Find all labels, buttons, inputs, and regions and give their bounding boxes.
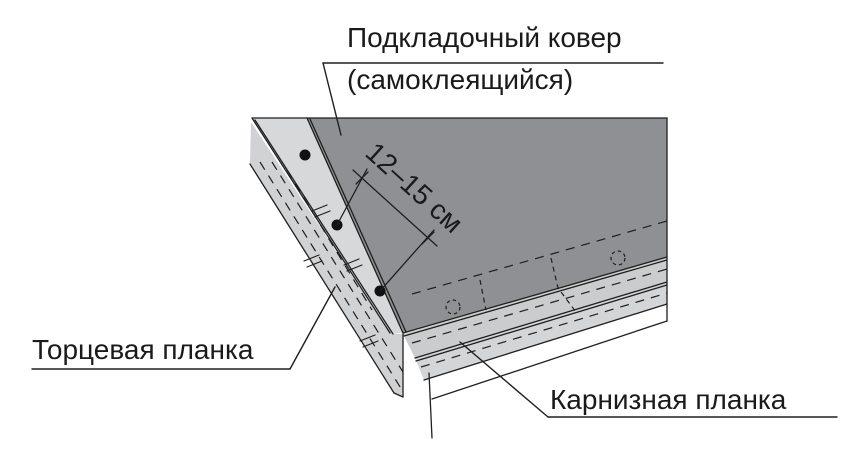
gable-strip-label: Торцевая планка xyxy=(32,334,254,365)
gable-face-bottom-edge xyxy=(393,392,404,398)
dimension-annotation xyxy=(336,168,438,292)
underlayment-surface xyxy=(307,118,667,333)
underlayment-label-line1: Подкладочный ковер xyxy=(347,22,622,53)
gable-outer-edge-2 xyxy=(254,119,394,335)
dimension-tick-1 xyxy=(355,171,369,185)
eaves-flange-fold-2 xyxy=(415,284,668,362)
nail-dot-1 xyxy=(299,149,311,161)
eaves-flange-fold xyxy=(414,281,668,359)
gable-face-fold-dashed-1 xyxy=(259,161,403,391)
gable-strip-face xyxy=(250,122,403,397)
eaves-label-leader xyxy=(459,341,549,418)
eaves-face-center-dashed xyxy=(420,292,668,368)
eaves-drip-edge xyxy=(423,303,668,381)
eaves-flange-center-dashed xyxy=(411,268,668,344)
drawing-outlines xyxy=(249,117,668,439)
gable-flange-fold-dashed xyxy=(286,169,373,311)
gable-label-leader xyxy=(289,286,336,370)
gable-face-edge xyxy=(249,163,395,394)
eaves-seam-2 xyxy=(550,257,577,313)
gable-underlayment-edge xyxy=(306,117,404,334)
fascia-bottom-edge xyxy=(431,320,668,400)
eaves-strip-label: Карнизная планка xyxy=(550,384,787,415)
hidden-fold-lines xyxy=(259,161,668,391)
gable-strip-flange xyxy=(252,118,403,333)
eaves-strip-face xyxy=(415,282,667,380)
underlayment-label: Подкладочный ковер (самоклеящийся) xyxy=(347,24,622,94)
dimension-line xyxy=(352,169,438,247)
eaves-underlayment-edge xyxy=(402,256,668,334)
label-leaders xyxy=(31,62,838,418)
underlayment-label-leader xyxy=(322,62,342,136)
eaves-strip-hidden-edge-dashed xyxy=(411,220,668,295)
hidden-screw-marks xyxy=(445,250,626,315)
strip-seam-marks xyxy=(479,257,577,313)
fascia-corner-line xyxy=(428,372,433,439)
hidden-screw-1 xyxy=(445,299,461,315)
gable-underlayment-edge-2 xyxy=(309,118,407,333)
underlayment-label-line2: (самоклеящийся) xyxy=(347,64,574,95)
fascia-board xyxy=(424,304,667,399)
eaves-underlayment-edge-2 xyxy=(403,259,668,337)
hatch-marks xyxy=(303,204,379,348)
hidden-screw-2 xyxy=(610,250,626,266)
dimension-tick-2 xyxy=(421,231,435,245)
